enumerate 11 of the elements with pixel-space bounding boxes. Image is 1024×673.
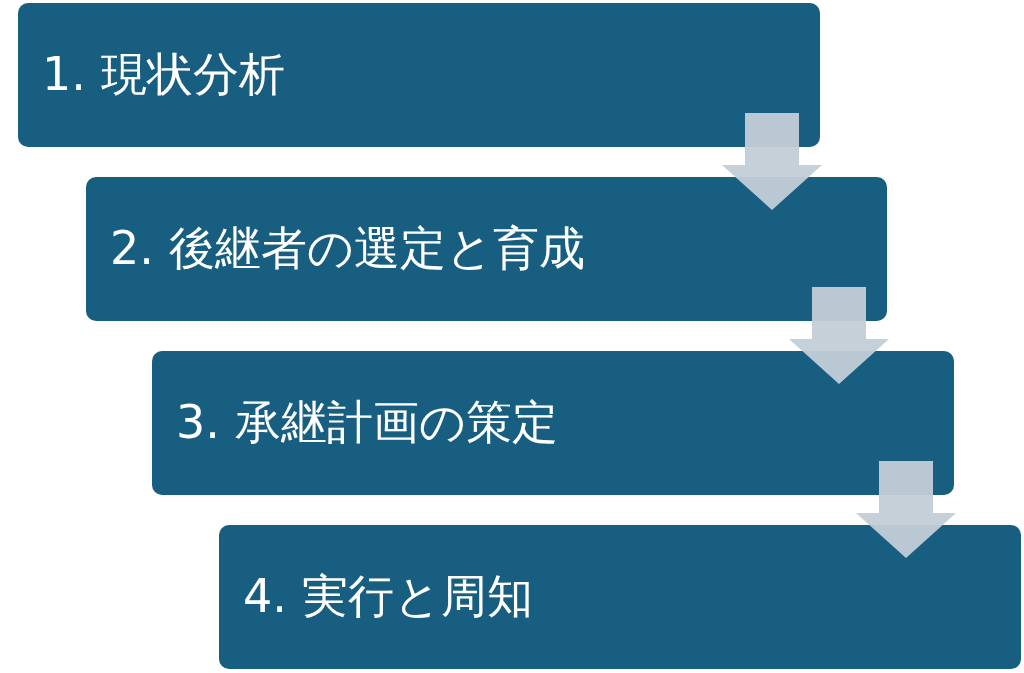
step-label: 2. 後継者の選定と育成	[110, 220, 585, 277]
arrow	[789, 287, 889, 384]
step-box	[18, 3, 820, 147]
step-box	[86, 177, 887, 321]
step-label: 4. 実行と周知	[243, 568, 533, 625]
step-box	[152, 351, 954, 495]
step-box	[219, 525, 1021, 669]
arrow	[722, 113, 822, 210]
step-label: 1. 現状分析	[42, 46, 285, 103]
arrow	[856, 461, 956, 558]
step-label: 3. 承継計画の策定	[176, 394, 558, 451]
